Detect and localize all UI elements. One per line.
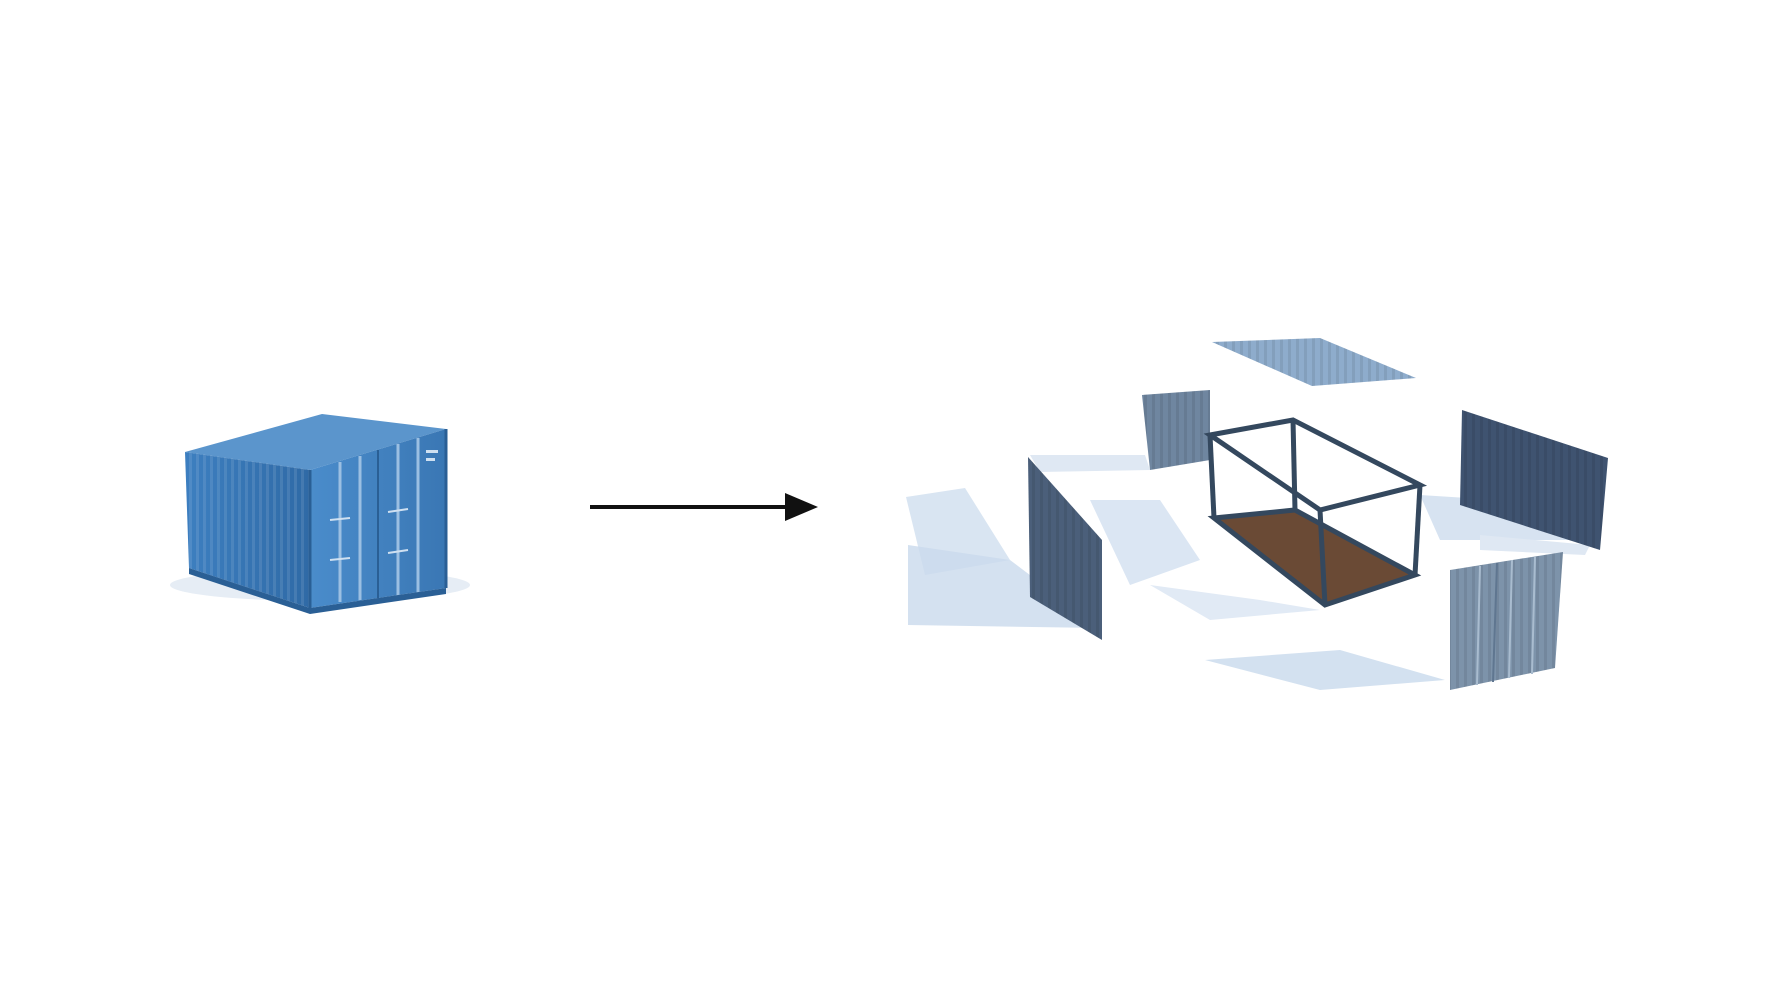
exploded-container-icon <box>880 338 1610 710</box>
steel-frame <box>1203 417 1428 608</box>
door-end-wall <box>1450 552 1563 690</box>
side-wall-left <box>1028 457 1102 640</box>
floor <box>1214 510 1415 605</box>
shipping-container-icon <box>170 414 470 614</box>
roof-panel <box>1212 338 1416 386</box>
right-arrow-icon <box>590 493 818 521</box>
end-wall-left <box>1142 390 1210 470</box>
side-wall-right <box>1460 410 1608 550</box>
